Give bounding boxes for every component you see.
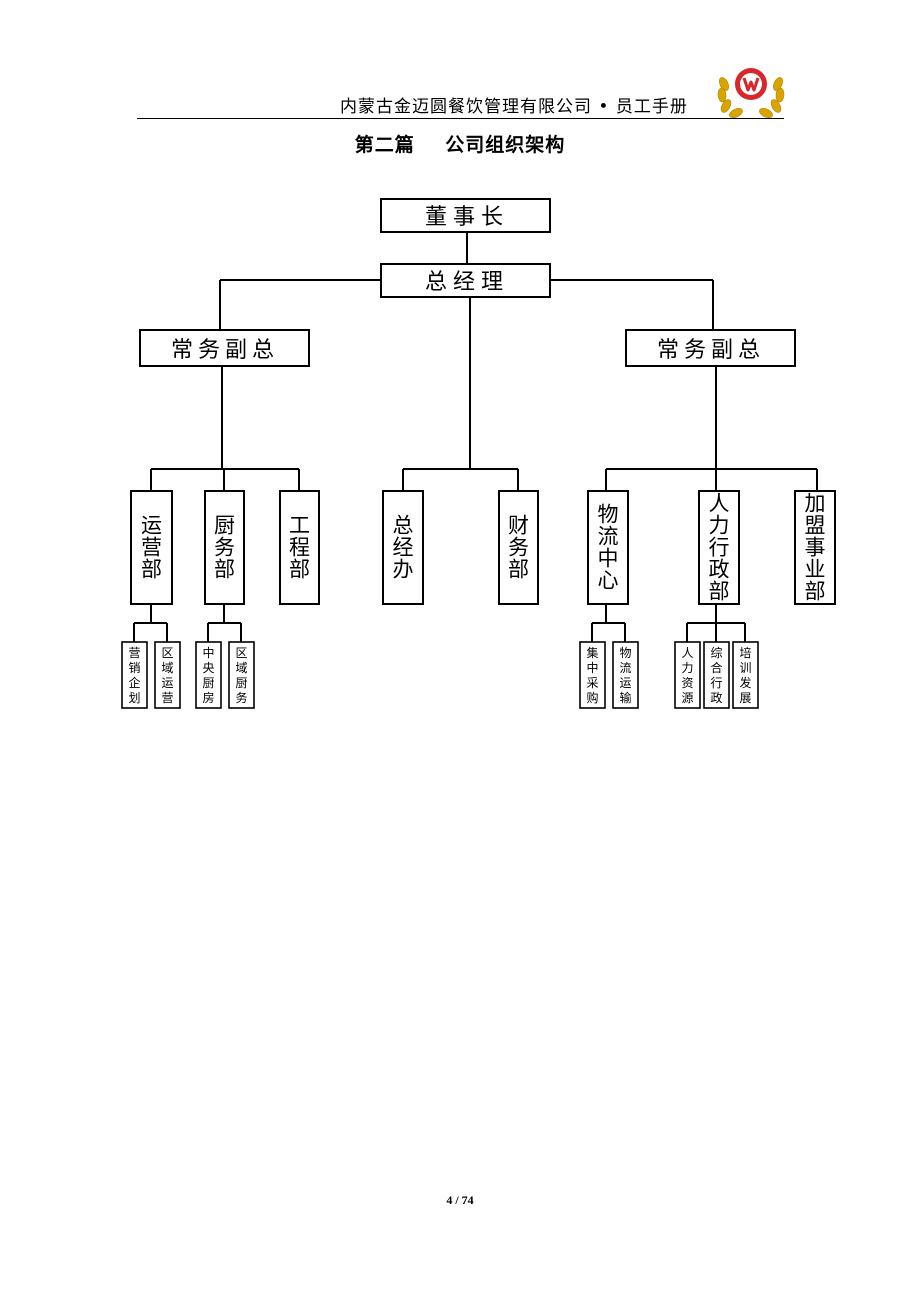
page-number: 4 / 74	[446, 1193, 474, 1207]
sub-unit-label-central-purchasing: 集中采购	[586, 645, 598, 705]
sub-unit-node-logistics-transport: 物流运输	[612, 641, 639, 709]
sub-unit-label-regional-kitchen: 区域厨务	[235, 646, 247, 705]
department-label-kitchen: 厨务部	[214, 514, 235, 582]
sub-unit-label-marketing-planning: 营销企划	[128, 646, 140, 705]
sub-unit-label-central-kitchen: 中央厨房	[202, 645, 214, 705]
sub-unit-node-central-purchasing: 集中采购	[579, 641, 606, 709]
company-logo-icon	[717, 68, 785, 118]
vp-right-label: 常务副总	[657, 338, 765, 363]
vp-right-node: 常务副总	[625, 329, 796, 367]
sub-unit-node-hr-resources: 人力资源	[674, 641, 701, 709]
department-label-franchise: 加盟事业部	[805, 492, 826, 604]
department-node-gm-office: 总经办	[382, 490, 424, 605]
department-nodes: 运营部 厨务部 工程部 总经办 财务部 物流中心 人力行政部 加盟事业部	[130, 490, 836, 605]
department-node-operations: 运营部	[130, 490, 173, 605]
department-label-logistics: 物流中心	[598, 503, 619, 593]
department-node-logistics: 物流中心	[587, 490, 629, 605]
sub-unit-nodes: 营销企划 区域运营 中央厨房 区域厨务 集中采购 物流运输 人力资源 综合行政 培训发展	[121, 641, 759, 709]
sub-unit-label-hr-resources: 人力资源	[681, 646, 693, 705]
vp-left-label: 常务副总	[171, 338, 279, 363]
department-node-hr-admin: 人力行政部	[698, 490, 740, 605]
laurel-left-icon	[717, 77, 743, 118]
sub-unit-node-general-admin: 综合行政	[703, 641, 730, 709]
general-manager-label: 总经理	[425, 270, 509, 295]
department-label-engineering: 工程部	[289, 514, 310, 582]
department-node-engineering: 工程部	[279, 490, 320, 605]
sub-unit-node-regional-operations: 区域运营	[154, 641, 181, 709]
general-manager-node: 总经理	[380, 263, 551, 298]
department-label-operations: 运营部	[141, 514, 162, 582]
sub-unit-label-training-dev: 培训发展	[739, 645, 751, 705]
sub-unit-node-training-dev: 培训发展	[732, 641, 759, 709]
sub-unit-label-regional-operations: 区域运营	[161, 646, 173, 705]
header-rule	[137, 118, 784, 119]
vp-left-node: 常务副总	[139, 329, 310, 367]
sub-unit-node-central-kitchen: 中央厨房	[195, 641, 222, 709]
page-title: 第二篇 公司组织架构	[354, 134, 566, 156]
sub-unit-node-marketing-planning: 营销企划	[121, 641, 148, 709]
laurel-right-icon	[759, 77, 785, 118]
sub-unit-label-logistics-transport: 物流运输	[619, 646, 631, 705]
department-label-finance: 财务部	[508, 514, 529, 582]
connector-lines	[133, 232, 818, 642]
chairman-label: 董事长	[425, 205, 509, 230]
department-node-kitchen: 厨务部	[204, 490, 245, 605]
chairman-node: 董事长	[380, 198, 551, 233]
department-label-gm-office: 总经办	[393, 514, 414, 582]
sub-unit-node-regional-kitchen: 区域厨务	[228, 641, 255, 709]
header-company-manual: 内蒙古金迈圆餐饮管理有限公司 • 员工手册	[340, 97, 688, 117]
department-node-finance: 财务部	[498, 490, 539, 605]
department-node-franchise: 加盟事业部	[794, 490, 836, 605]
sub-unit-label-general-admin: 综合行政	[710, 646, 722, 705]
department-label-hr-admin: 人力行政部	[709, 492, 730, 604]
